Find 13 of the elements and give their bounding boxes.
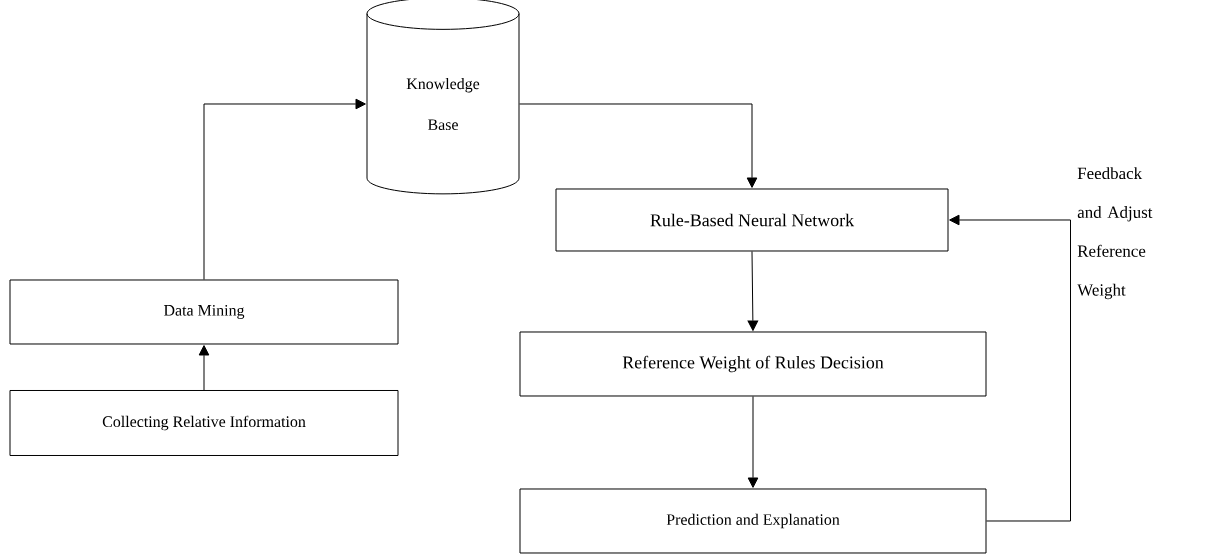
- arrow: [747, 251, 759, 331]
- process-box: Collecting Relative Information: [9, 390, 399, 456]
- edge-label: Feedback and Adjust Reference Weight: [1076, 166, 1161, 301]
- process-box: Data Mining: [9, 279, 399, 345]
- arrow: [949, 214, 1071, 522]
- arrow: [747, 396, 759, 488]
- database-cylinder: Knowledge Base: [366, 0, 520, 195]
- process-box: Reference Weight of Rules Decision: [519, 331, 987, 397]
- process-box: Rule-Based Neural Network: [555, 188, 949, 252]
- arrow: [519, 103, 758, 188]
- process-box: Prediction and Explanation: [519, 488, 987, 554]
- arrow: [203, 98, 366, 280]
- arrow: [198, 345, 210, 391]
